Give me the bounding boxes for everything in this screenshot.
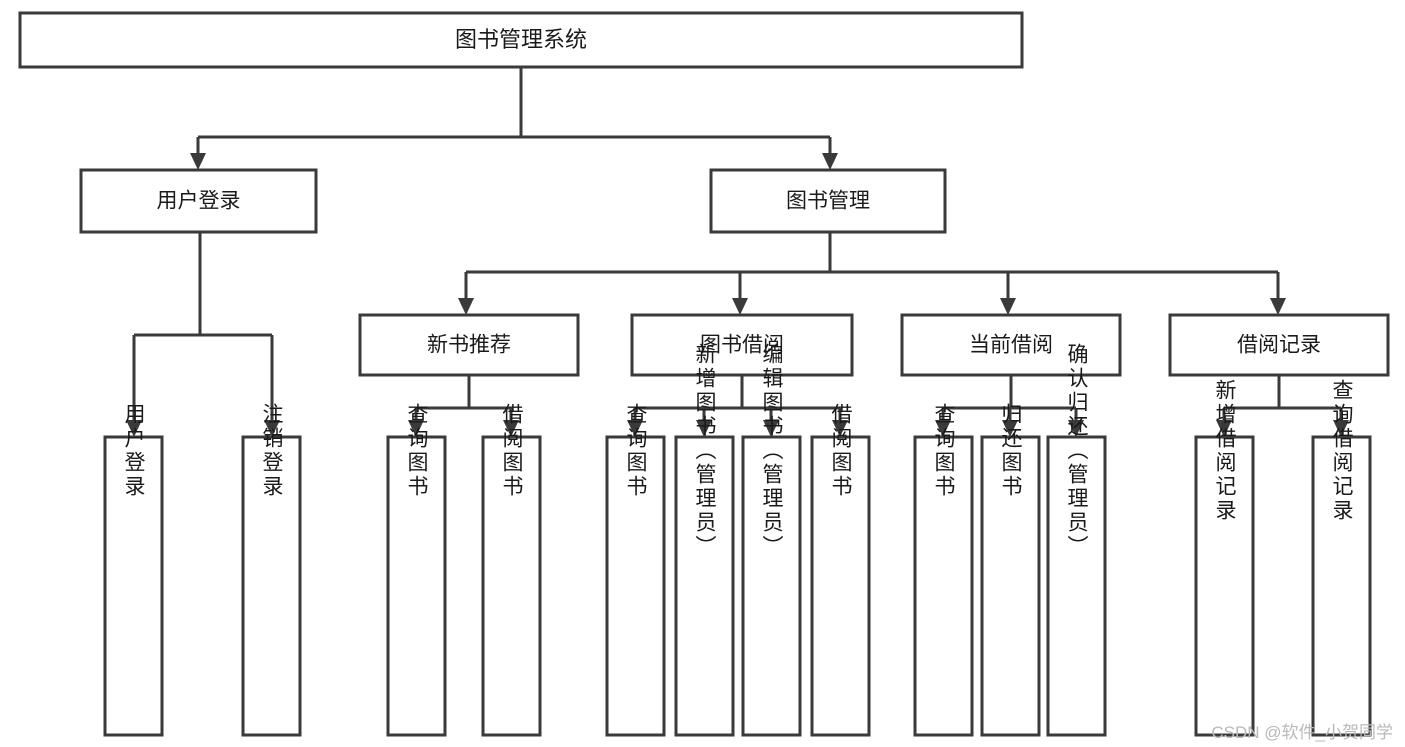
level2-label: 借阅记录 bbox=[1237, 334, 1321, 357]
book-branch-2-arrowhead bbox=[1000, 298, 1016, 315]
level2-node[interactable]: 新书推荐 bbox=[358, 313, 580, 377]
leaf-label: 注销登录 bbox=[260, 403, 284, 499]
leaf-box[interactable] bbox=[674, 435, 735, 737]
leaf-box[interactable] bbox=[103, 435, 164, 737]
leaf-label: 确认归还（管理员） bbox=[1065, 343, 1089, 559]
group-0-leaf-0-arrowhead bbox=[408, 420, 424, 437]
level2-box[interactable] bbox=[900, 313, 1122, 377]
root-label: 图书管理系统 bbox=[455, 27, 587, 52]
leaf-node[interactable]: 归还图书 bbox=[980, 403, 1041, 737]
leaf-node[interactable]: 新增借阅记录 bbox=[1194, 379, 1255, 737]
leaf-label: 查询图书 bbox=[405, 403, 429, 499]
leaf-node[interactable]: 注销登录 bbox=[241, 403, 302, 737]
leaf-box[interactable] bbox=[1194, 435, 1255, 737]
group-2-leaf-0-arrowhead bbox=[935, 420, 951, 437]
leaf-label: 借阅图书 bbox=[829, 403, 853, 499]
level2-node[interactable]: 借阅记录 bbox=[1168, 313, 1390, 377]
leaf-label: 查询图书 bbox=[932, 403, 956, 499]
leaf-node[interactable]: 编辑图书（管理员） bbox=[741, 343, 802, 737]
node-layer: 图书管理系统用户登录图书管理新书推荐图书借阅当前借阅借阅记录用户登录注销登录查询… bbox=[18, 11, 1390, 737]
root-box[interactable] bbox=[18, 11, 1024, 69]
group-1-leaf-1-arrowhead bbox=[696, 420, 712, 437]
leaf-node[interactable]: 用户登录 bbox=[103, 403, 164, 737]
level2-label: 新书推荐 bbox=[427, 334, 511, 357]
root-branch-0-arrowhead bbox=[190, 153, 206, 170]
level1-label: 图书管理 bbox=[786, 190, 870, 213]
leaf-label: 归还图书 bbox=[999, 403, 1023, 499]
level2-node[interactable]: 图书借阅 bbox=[630, 313, 854, 377]
level2-box[interactable] bbox=[358, 313, 580, 377]
leaf-box[interactable] bbox=[481, 435, 542, 737]
leaf-box[interactable] bbox=[810, 435, 871, 737]
leaf-box[interactable] bbox=[1046, 435, 1107, 737]
user-leaf-1-arrowhead bbox=[264, 420, 280, 437]
leaf-label: 新增借阅记录 bbox=[1213, 379, 1237, 523]
book-branch-3-arrowhead bbox=[1270, 298, 1286, 315]
leaf-label: 用户登录 bbox=[122, 403, 146, 499]
level2-box[interactable] bbox=[1168, 313, 1390, 377]
leaf-label: 查询借阅记录 bbox=[1330, 379, 1354, 523]
watermark: CSDN @软件_小贺同学 bbox=[1211, 723, 1393, 742]
level2-node[interactable]: 当前借阅 bbox=[900, 313, 1122, 377]
group-1-leaf-2-arrowhead bbox=[763, 420, 779, 437]
group-3-leaf-0-arrowhead bbox=[1216, 420, 1232, 437]
group-0-leaf-1-arrowhead bbox=[503, 420, 519, 437]
leaf-label: 编辑图书（管理员） bbox=[760, 343, 784, 559]
leaf-box[interactable] bbox=[980, 435, 1041, 737]
root-node[interactable]: 图书管理系统 bbox=[18, 11, 1024, 69]
group-3-leaf-1-arrowhead bbox=[1333, 420, 1349, 437]
level1-box[interactable] bbox=[79, 168, 318, 234]
group-1-leaf-3-arrowhead bbox=[832, 420, 848, 437]
group-2-leaf-2-arrowhead bbox=[1068, 420, 1084, 437]
root-branch-1-arrowhead bbox=[822, 153, 838, 170]
leaf-box[interactable] bbox=[913, 435, 974, 737]
leaf-box[interactable] bbox=[241, 435, 302, 737]
level1-node[interactable]: 图书管理 bbox=[709, 168, 947, 234]
level2-label: 当前借阅 bbox=[969, 334, 1053, 357]
group-1-leaf-0-arrowhead bbox=[627, 420, 643, 437]
leaf-node[interactable]: 查询图书 bbox=[913, 403, 974, 737]
leaf-box[interactable] bbox=[1311, 435, 1372, 737]
leaf-box[interactable] bbox=[386, 435, 447, 737]
leaf-box[interactable] bbox=[741, 435, 802, 737]
user-leaf-0-arrowhead bbox=[126, 420, 142, 437]
leaf-node[interactable]: 借阅图书 bbox=[481, 403, 542, 737]
level2-box[interactable] bbox=[630, 313, 854, 377]
level1-label: 用户登录 bbox=[157, 190, 241, 213]
leaf-node[interactable]: 借阅图书 bbox=[810, 403, 871, 737]
group-2-leaf-1-arrowhead bbox=[1002, 420, 1018, 437]
leaf-node[interactable]: 查询图书 bbox=[386, 403, 447, 737]
leaf-label: 查询图书 bbox=[624, 403, 648, 499]
level1-box[interactable] bbox=[709, 168, 947, 234]
leaf-box[interactable] bbox=[605, 435, 666, 737]
leaf-label: 借阅图书 bbox=[500, 403, 524, 499]
leaf-node[interactable]: 查询借阅记录 bbox=[1311, 379, 1372, 737]
connector-layer bbox=[126, 67, 1349, 437]
level2-label: 图书借阅 bbox=[700, 334, 784, 357]
leaf-label: 新增图书（管理员） bbox=[693, 343, 717, 559]
level1-node[interactable]: 用户登录 bbox=[79, 168, 318, 234]
book-branch-1-arrowhead bbox=[732, 298, 748, 315]
leaf-node[interactable]: 确认归还（管理员） bbox=[1046, 343, 1107, 737]
leaf-node[interactable]: 新增图书（管理员） bbox=[674, 343, 735, 737]
book-branch-0-arrowhead bbox=[458, 298, 474, 315]
leaf-node[interactable]: 查询图书 bbox=[605, 403, 666, 737]
